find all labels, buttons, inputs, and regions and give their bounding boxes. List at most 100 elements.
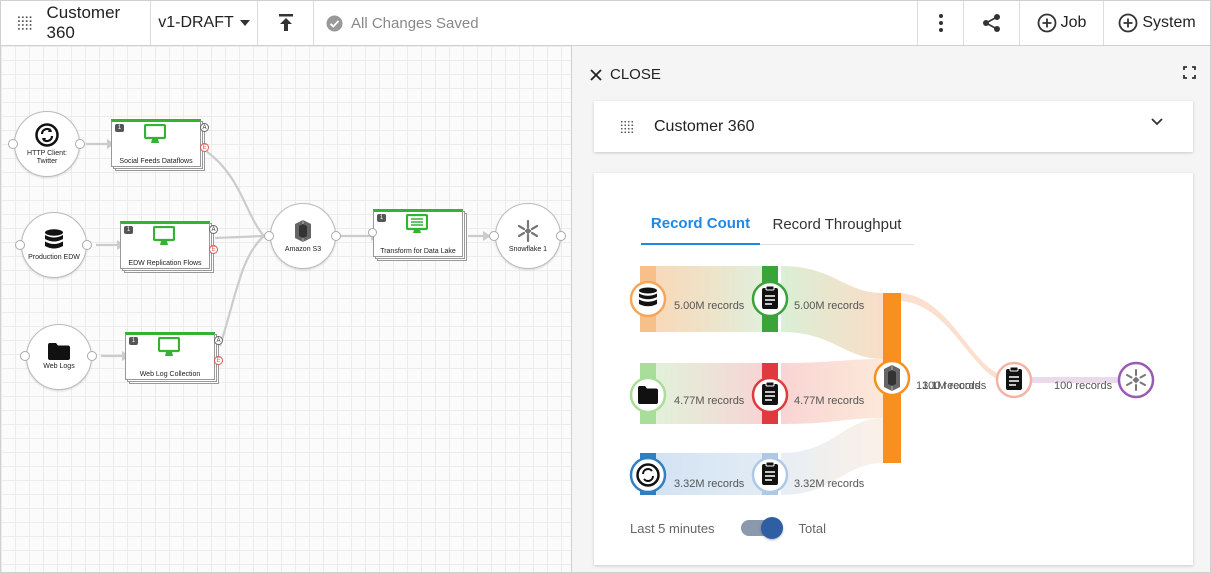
plus-circle-icon <box>1118 13 1138 33</box>
pipeline-grid-icon <box>620 120 634 133</box>
stage-edw-replication[interactable]: 1 EDW Replication Flows A E <box>120 221 218 273</box>
more-vertical-icon <box>938 14 943 32</box>
flow-s3-to-stage <box>901 293 1012 384</box>
node-label: Web Logs <box>43 363 75 370</box>
database-node-icon <box>629 280 667 318</box>
pipeline-canvas[interactable]: HTTP Client: Twitter Production EDW Web … <box>0 46 571 573</box>
node-output-port[interactable] <box>331 231 341 241</box>
sankey-label-stage-db: 5.00M records <box>794 300 865 312</box>
sync-node-icon <box>629 456 667 494</box>
node-output-port[interactable] <box>87 351 97 361</box>
stage-label: Web Log Collection <box>139 371 201 378</box>
tab-record-count[interactable]: Record Count <box>641 203 760 245</box>
origin-web-logs-node[interactable]: Web Logs <box>26 324 92 390</box>
tab-record-throughput[interactable]: Record Throughput <box>772 215 902 233</box>
pipeline-grid-icon[interactable] <box>17 15 33 31</box>
node-label: HTTP Client: Twitter <box>27 149 67 165</box>
version-label: v1-DRAFT <box>158 14 234 31</box>
add-system-button[interactable]: System <box>1104 1 1210 45</box>
flow-stage-http-to-s3 <box>781 418 883 495</box>
time-range-switch[interactable] <box>740 517 783 539</box>
fullscreen-icon[interactable] <box>1183 66 1196 79</box>
add-job-label: Job <box>1060 14 1087 31</box>
stage-error-port[interactable]: E <box>200 143 209 152</box>
app-header: Customer 360 <box>1 1 151 45</box>
stage-social-feeds[interactable]: 1 Social Feeds Dataflows A E <box>111 119 209 171</box>
monitor-icon <box>158 337 180 356</box>
save-status-text: All Changes Saved <box>351 14 479 32</box>
monitor-icon <box>153 226 175 245</box>
stage-input-port[interactable] <box>368 228 377 237</box>
metrics-tabs: Record Count Record Throughput <box>641 203 914 245</box>
pipeline-name: Customer 360 <box>654 117 755 135</box>
amazon-s3-node[interactable]: Amazon S3 <box>270 203 336 269</box>
chevron-down-icon[interactable] <box>1151 118 1163 126</box>
stage-label: Social Feeds Dataflows <box>119 158 193 165</box>
node-output-port[interactable] <box>82 240 92 250</box>
flow-stage-to-snowflake <box>1026 377 1126 383</box>
amazon-s3-icon <box>295 219 311 242</box>
sankey-label-stage-http: 3.32M records <box>794 478 865 490</box>
plus-circle-icon <box>1037 13 1056 33</box>
canvas-edges <box>86 139 491 361</box>
flow-db-to-stage <box>649 266 767 332</box>
snowflake-node-icon <box>1117 361 1155 399</box>
flow-stage-db-to-s3 <box>781 266 883 359</box>
top-bar: Customer 360 v1-DRAFT All Changes Saved <box>0 0 1211 46</box>
publish-icon <box>278 14 293 31</box>
stage-output-port-a[interactable]: A <box>209 225 218 234</box>
stage-error-port[interactable]: E <box>214 356 223 365</box>
clipboard-node-icon <box>751 280 789 318</box>
stage-output-port-a[interactable]: A <box>200 123 209 132</box>
close-icon <box>590 68 602 81</box>
origin-production-edw-node[interactable]: Production EDW <box>21 212 87 278</box>
flow-http-to-stage <box>649 453 767 495</box>
amazon-s3-node-icon <box>873 359 911 397</box>
list-monitor-icon <box>406 214 428 233</box>
stage-count-badge: 1 <box>115 124 124 132</box>
save-status: All Changes Saved <box>314 1 918 45</box>
stage-web-log-collection[interactable]: 1 Web Log Collection A E <box>125 332 223 384</box>
monitor-icon <box>144 124 166 143</box>
node-output-port[interactable] <box>556 231 566 241</box>
record-count-sankey: 5.00M records 5.00M records 4.77M record… <box>629 266 1155 495</box>
node-output-port[interactable] <box>75 139 85 149</box>
stage-count-badge: 1 <box>377 214 386 222</box>
snowflake-icon <box>517 219 539 242</box>
node-input-port[interactable] <box>264 231 274 241</box>
publish-button[interactable] <box>258 1 314 45</box>
sankey-label-s3-out: 100 records <box>922 380 981 392</box>
close-label: CLOSE <box>610 66 661 83</box>
stage-label: Transform for Data Lake <box>380 248 456 255</box>
origin-http-client-node[interactable]: HTTP Client: Twitter <box>14 111 80 177</box>
node-input-port[interactable] <box>20 351 30 361</box>
clipboard-node-icon <box>751 456 789 494</box>
sankey-label-s3-total: 13.1M records <box>916 380 987 392</box>
folder-icon <box>48 343 70 360</box>
check-circle-icon <box>326 15 343 31</box>
sankey-label-stage-folder: 4.77M records <box>794 395 865 407</box>
node-input-port[interactable] <box>15 240 25 250</box>
node-label: Snowflake 1 <box>508 245 548 253</box>
node-input-port[interactable] <box>8 139 18 149</box>
node-input-port[interactable] <box>489 231 499 241</box>
version-dropdown[interactable]: v1-DRAFT <box>151 1 258 45</box>
stage-transform-data-lake[interactable]: 1 Transform for Data Lake <box>368 209 467 261</box>
sankey-label-final: 100 records <box>1054 380 1113 392</box>
metrics-card: Record Count Record Throughput <box>594 173 1193 565</box>
flow-folder-to-stage <box>649 363 767 424</box>
sync-icon <box>35 122 59 147</box>
stage-label: EDW Replication Flows <box>128 260 202 267</box>
toggle-label-total: Total <box>798 520 827 536</box>
snowflake-node[interactable]: Snowflake 1 <box>495 203 561 269</box>
add-job-button[interactable]: Job <box>1020 1 1104 45</box>
stage-output-port-a[interactable]: A <box>214 336 223 345</box>
pipeline-selector[interactable]: Customer 360 <box>594 101 1193 152</box>
caret-down-icon <box>239 20 250 26</box>
close-panel-button[interactable]: CLOSE <box>590 66 661 83</box>
stage-error-port[interactable]: E <box>209 245 218 254</box>
sankey-label-src-folder: 4.77M records <box>674 395 745 407</box>
sankey-label-src-http: 3.32M records <box>674 478 745 490</box>
more-options-button[interactable] <box>918 1 964 45</box>
share-button[interactable] <box>964 1 1020 45</box>
